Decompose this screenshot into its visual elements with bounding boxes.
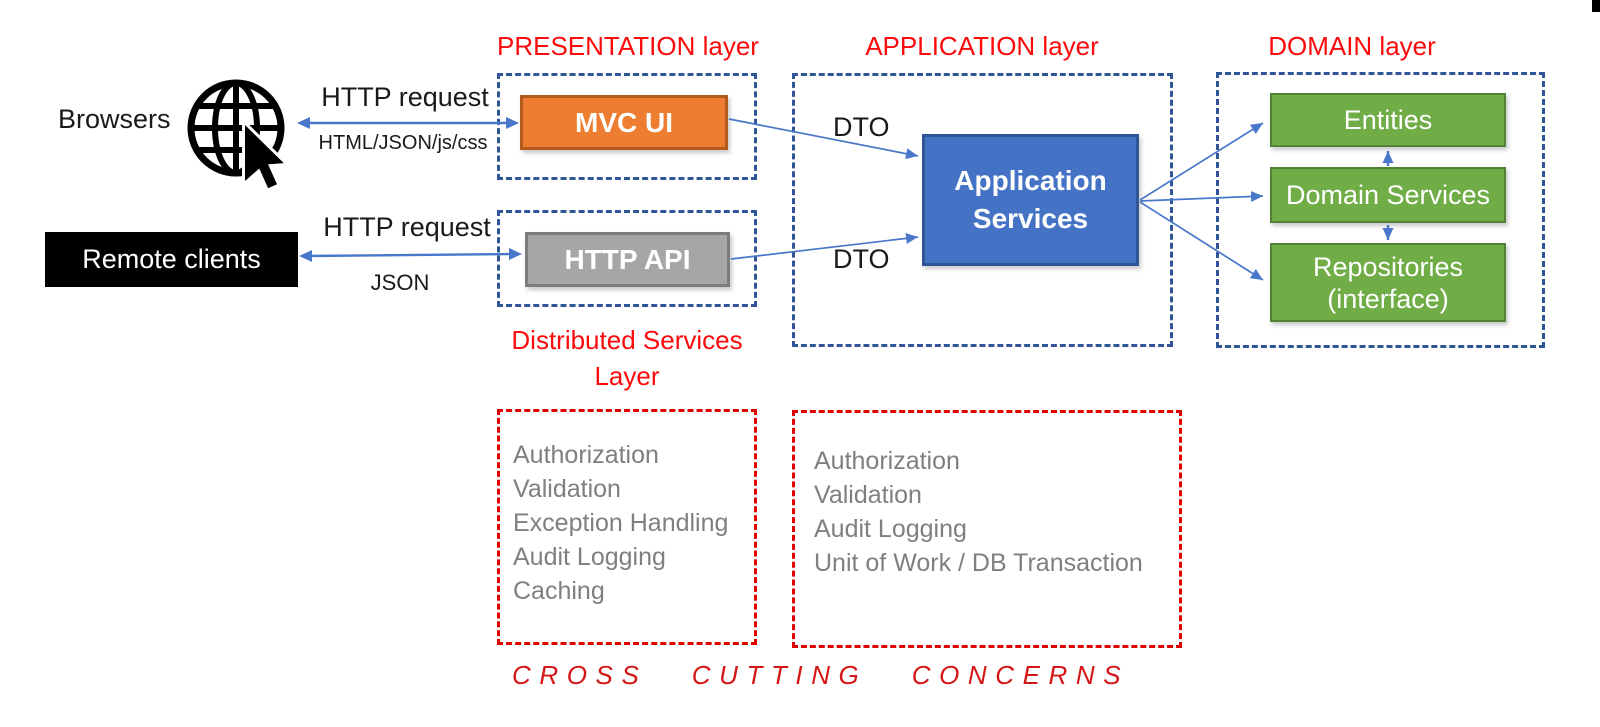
mvc-ui-box: MVC UI [520,95,728,150]
remote-clients-box: Remote clients [45,232,298,287]
domain-services-box: Domain Services [1270,167,1506,223]
domain-layer-title: DOMAIN layer [1268,31,1436,61]
application-services-label: Application Services [954,165,1107,234]
arrow-remote-httpapi [299,248,522,262]
entities-label: Entities [1343,105,1433,135]
distributed-concerns-box [497,409,757,645]
distributed-services-layer-title: Distributed Services Layer [497,322,757,394]
arrow-browsers-mvc [297,117,519,129]
http-api-box: HTTP API [525,232,730,287]
http-request-label-browsers: HTTP request [321,82,489,112]
concern-item: Audit Logging [814,515,967,543]
repositories-label: Repositories (interface) [1312,251,1464,314]
distributed-services-title-line1: Distributed Services [511,325,743,355]
http-request-label-remote: HTTP request [323,212,491,242]
distributed-concerns-list: Authorization Validation Exception Handl… [513,438,728,608]
concern-item: Unit of Work / DB Transaction [814,549,1143,577]
cross-cutting-footer: CROSS CUTTING CONCERNS [512,660,1130,690]
concern-item: Validation [513,475,621,503]
corner-artifact [1592,0,1600,12]
distributed-services-title-line2: Layer [594,361,660,391]
entities-box: Entities [1270,93,1506,147]
concern-item: Exception Handling [513,509,729,537]
mvc-ui-label: MVC UI [575,106,673,138]
concern-item: Audit Logging [513,543,666,571]
browsers-label: Browsers [58,104,171,134]
response-format-label-remote: JSON [370,270,430,295]
domain-services-label: Domain Services [1285,180,1491,210]
concern-item: Authorization [814,447,960,475]
remote-clients-label: Remote clients [82,244,261,274]
cursor-icon [242,117,291,193]
concern-item: Validation [814,481,922,509]
concern-item: Caching [513,577,605,605]
application-services-box: Application Services [922,134,1139,266]
http-api-label: HTTP API [564,243,691,275]
application-concerns-list: Authorization Validation Audit Logging U… [814,444,1143,580]
presentation-layer-title: PRESENTATION layer [497,31,759,61]
repositories-box: Repositories (interface) [1270,243,1506,322]
dto-label-top: DTO [833,112,890,142]
application-layer-title: APPLICATION layer [865,31,1099,61]
response-format-label-browsers: HTML/JSON/js/css [318,132,488,154]
dto-label-bottom: DTO [833,244,890,274]
globe-icon [187,79,285,177]
application-concerns-box [792,410,1182,648]
concern-item: Authorization [513,441,659,469]
